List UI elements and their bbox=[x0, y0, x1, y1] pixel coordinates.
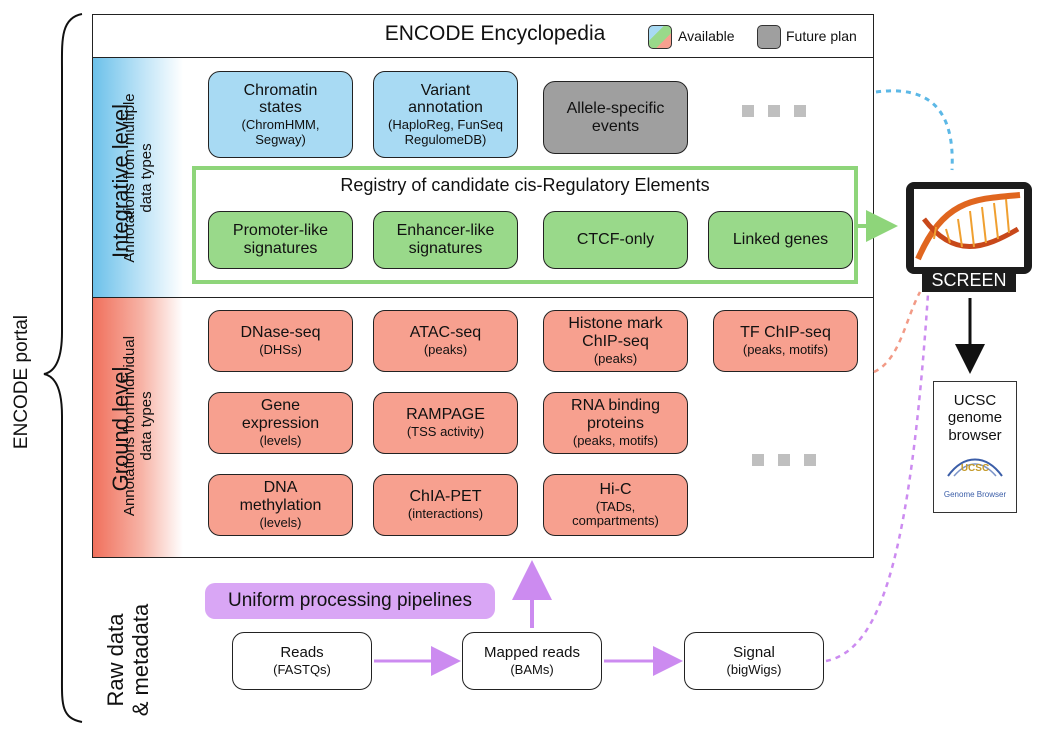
enhancer-like-box[interactable]: Enhancer-like signatures bbox=[373, 211, 518, 269]
box-main: DNase-seq bbox=[240, 324, 321, 342]
page-title: ENCODE Encyclopedia bbox=[384, 22, 606, 45]
ucsc-logo-text: UCSC bbox=[960, 463, 990, 474]
box-main: Linked genes bbox=[732, 231, 829, 249]
variant-annotation-box[interactable]: Variant annotation (HaploReg, FunSeq Reg… bbox=[373, 71, 518, 158]
box-main: Chromatin states bbox=[243, 81, 318, 117]
header-divider bbox=[92, 57, 874, 58]
ground-subtitle: Annotations from individual data types bbox=[121, 335, 156, 517]
box-main: Variant annotation bbox=[408, 81, 483, 117]
ucsc-logo-caption: Genome Browser bbox=[943, 490, 1007, 499]
portal-label: ENCODE portal bbox=[11, 314, 32, 450]
ucsc-title: UCSC genome browser bbox=[947, 392, 1003, 444]
linked-genes-box[interactable]: Linked genes bbox=[708, 211, 853, 269]
box-main: RNA binding proteins bbox=[571, 397, 660, 433]
promoter-like-box[interactable]: Promoter-like signatures bbox=[208, 211, 353, 269]
rna-binding-proteins-box[interactable]: RNA binding proteins (peaks, motifs) bbox=[543, 392, 688, 454]
histone-chip-seq-box[interactable]: Histone mark ChIP-seq (peaks) bbox=[543, 310, 688, 372]
box-sub: (peaks) bbox=[423, 342, 468, 358]
integrative-band bbox=[93, 58, 183, 297]
dnase-seq-box[interactable]: DNase-seq (DHSs) bbox=[208, 310, 353, 372]
portal-brace bbox=[43, 13, 83, 723]
box-main: RAMPAGE bbox=[406, 406, 485, 424]
dna-helix-icon bbox=[915, 192, 1021, 261]
box-sub: (HaploReg, FunSeq RegulomeDB) bbox=[388, 117, 503, 147]
box-sub: (bigWigs) bbox=[726, 661, 782, 677]
uniform-pipelines-label: Uniform processing pipelines bbox=[205, 583, 495, 619]
future-plan-swatch bbox=[757, 25, 781, 49]
level-divider bbox=[92, 297, 874, 298]
box-main: Enhancer-like signatures bbox=[396, 222, 495, 257]
legend-future-plan-label: Future plan bbox=[786, 28, 857, 44]
gene-expression-box[interactable]: Gene expression (levels) bbox=[208, 392, 353, 454]
mapped-reads-box[interactable]: Mapped reads (BAMs) bbox=[462, 632, 602, 690]
integrative-subtitle: Annotations from multiple data types bbox=[121, 93, 156, 263]
reads-box[interactable]: Reads (FASTQs) bbox=[232, 632, 372, 690]
box-main: Signal bbox=[733, 643, 775, 661]
chia-pet-box[interactable]: ChIA-PET (interactions) bbox=[373, 474, 518, 536]
box-main: ATAC-seq bbox=[409, 324, 482, 342]
box-main: ChIA-PET bbox=[409, 488, 482, 506]
ucsc-logo-icon bbox=[947, 458, 1003, 477]
box-sub: (DHSs) bbox=[259, 342, 302, 358]
legend-available-label: Available bbox=[678, 28, 735, 44]
box-sub: (BAMs) bbox=[510, 661, 554, 677]
chromatin-states-box[interactable]: Chromatin states (ChromHMM, Segway) bbox=[208, 71, 353, 158]
box-main: Mapped reads bbox=[484, 643, 580, 661]
box-sub: (interactions) bbox=[407, 506, 484, 522]
box-sub: (TADs, compartments) bbox=[572, 498, 659, 529]
signal-box[interactable]: Signal (bigWigs) bbox=[684, 632, 824, 690]
rampage-box[interactable]: RAMPAGE (TSS activity) bbox=[373, 392, 518, 454]
screen-display bbox=[914, 189, 1024, 267]
box-main: CTCF-only bbox=[576, 231, 655, 249]
ctcf-only-box[interactable]: CTCF-only bbox=[543, 211, 688, 269]
dna-methylation-box[interactable]: DNA methylation (levels) bbox=[208, 474, 353, 536]
atac-seq-box[interactable]: ATAC-seq (peaks) bbox=[373, 310, 518, 372]
box-main: Histone mark ChIP-seq bbox=[568, 315, 663, 351]
box-main: DNA methylation bbox=[239, 479, 322, 515]
box-main: TF ChIP-seq bbox=[740, 324, 831, 342]
ucsc-browser-box[interactable] bbox=[933, 381, 1017, 513]
ground-dashed-link bbox=[873, 291, 922, 374]
available-swatch bbox=[648, 25, 672, 49]
box-sub: (peaks) bbox=[593, 351, 638, 367]
more-ground-dots bbox=[752, 454, 816, 466]
box-sub: (ChromHMM, Segway) bbox=[241, 117, 320, 147]
ground-band bbox=[93, 298, 183, 557]
allele-specific-events-box[interactable]: Allele-specific events bbox=[543, 81, 688, 154]
integrative-dashed-link bbox=[875, 89, 954, 171]
box-sub: (peaks, motifs) bbox=[572, 433, 659, 449]
box-main: Promoter-like signatures bbox=[232, 222, 329, 257]
box-main: Reads bbox=[280, 643, 324, 661]
tf-chip-seq-box[interactable]: TF ChIP-seq (peaks, motifs) bbox=[713, 310, 858, 372]
box-sub: (TSS activity) bbox=[406, 424, 485, 440]
raw-data-title: Raw data & metadata bbox=[103, 603, 154, 717]
box-sub: (peaks, motifs) bbox=[742, 342, 829, 358]
box-sub: (levels) bbox=[259, 515, 302, 531]
box-main: Hi-C bbox=[599, 481, 632, 498]
screen-label: SCREEN bbox=[922, 268, 1016, 292]
registry-title: Registry of candidate cis-Regulatory Ele… bbox=[340, 175, 710, 195]
box-sub: (FASTQs) bbox=[273, 661, 331, 677]
box-main: Gene expression bbox=[241, 397, 320, 433]
hi-c-box[interactable]: Hi-C (TADs, compartments) bbox=[543, 474, 688, 536]
registry-frame bbox=[192, 166, 858, 284]
box-main: Allele-specific events bbox=[566, 99, 665, 135]
box-sub: (levels) bbox=[259, 433, 302, 449]
more-integrative-dots bbox=[742, 105, 806, 117]
